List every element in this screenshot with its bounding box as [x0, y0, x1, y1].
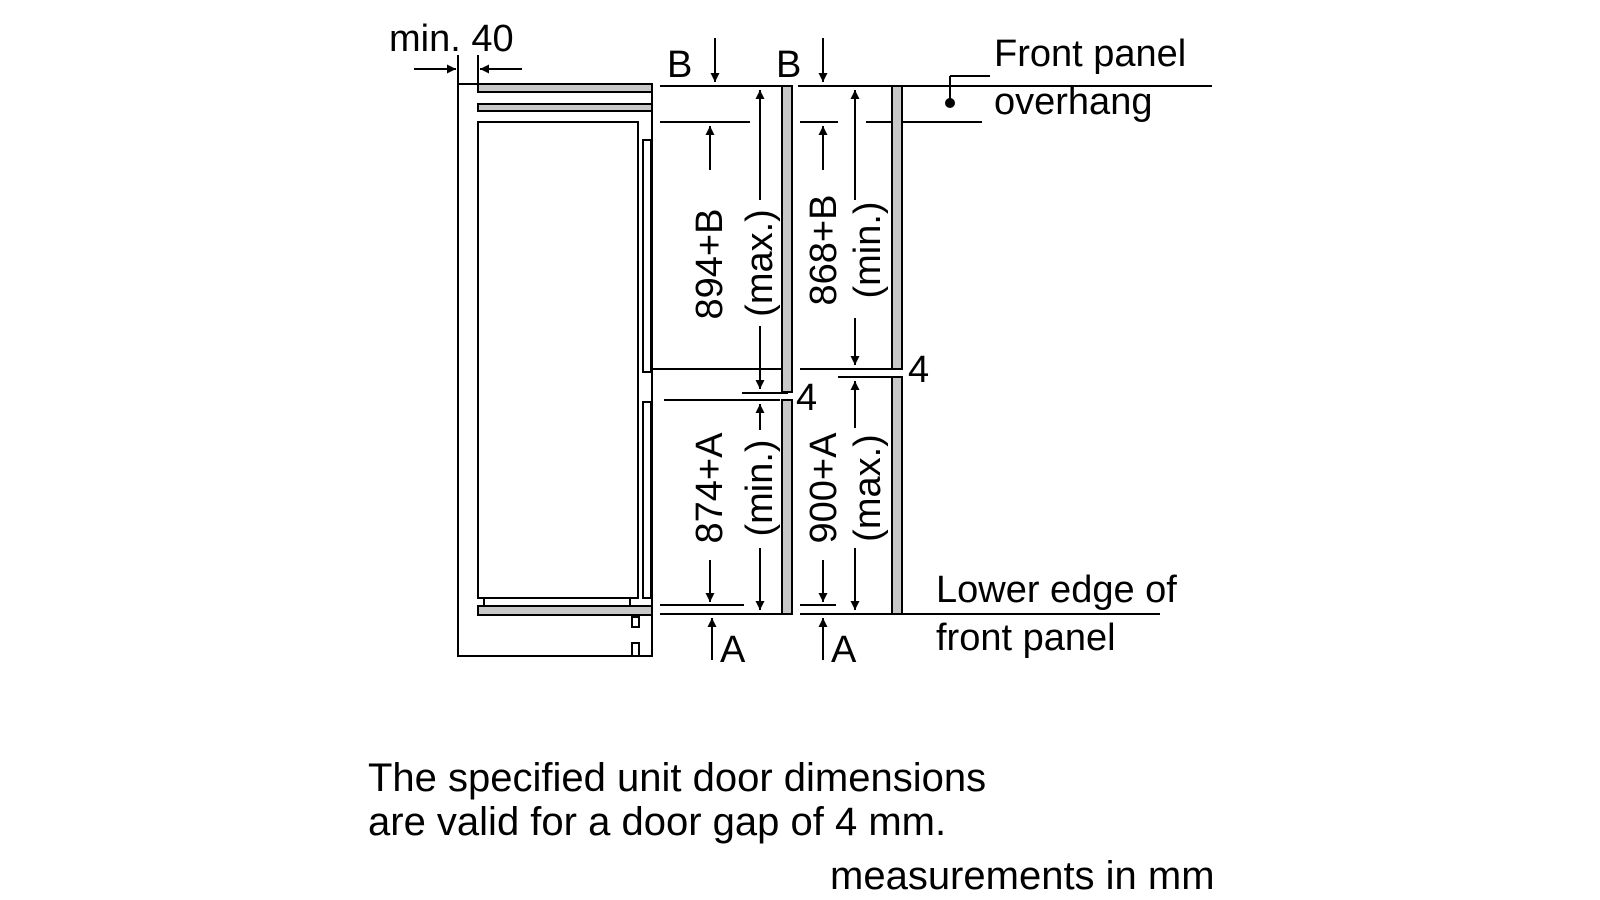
lower-edge-label: Lower edge of front panel — [936, 569, 1187, 659]
upper-min-qualifier: (min.) — [847, 201, 889, 298]
lower-max-qualifier: (max.) — [847, 434, 889, 542]
upper-max-qualifier: (max.) — [739, 209, 781, 317]
label-b-left: B — [667, 44, 692, 86]
left-dimension-set — [652, 38, 788, 660]
door-hinge-lower — [642, 401, 652, 599]
units-label: measurements in mm — [830, 854, 1215, 898]
note-line-2: are valid for a door gap of 4 mm. — [368, 800, 947, 844]
left-upper-panel — [781, 85, 793, 393]
foot-2 — [631, 642, 640, 657]
appliance-body — [477, 121, 639, 599]
appliance-side-view — [457, 83, 653, 657]
lower-min-dimension: 874+A — [689, 432, 731, 544]
right-lower-panel — [891, 376, 903, 615]
overhang-line-2: overhang — [994, 81, 1152, 123]
door-hinge-upper — [642, 139, 652, 373]
top-rail — [477, 83, 653, 93]
upper-min-dimension: 868+B — [803, 195, 845, 306]
label-b-right: B — [776, 44, 801, 86]
lower-edge-line-2: front panel — [936, 617, 1116, 659]
overhang-leader-dot — [945, 98, 955, 108]
overhang-line-1: Front panel — [994, 33, 1186, 75]
right-dimension-set — [798, 38, 1212, 660]
upper-rail — [477, 103, 653, 112]
note-line-1: The specified unit door dimensions — [368, 756, 987, 800]
right-upper-panel — [891, 85, 903, 370]
lower-max-dimension: 900+A — [803, 432, 845, 544]
bottom-rail — [477, 605, 653, 616]
foot-1 — [631, 616, 640, 628]
min-gap-dimension — [414, 55, 522, 84]
left-lower-panel — [781, 399, 793, 615]
label-a-right: A — [831, 629, 857, 671]
front-panel-overhang-label: Front panel overhang — [994, 33, 1197, 123]
left-front-panel — [781, 85, 793, 615]
gap-label-left: 4 — [796, 377, 817, 419]
lower-edge-line-1: Lower edge of — [936, 569, 1177, 611]
min-gap-label: min. 40 — [389, 18, 514, 60]
label-a-left: A — [720, 629, 746, 671]
door-gap-note: The specified unit door dimensions are v… — [368, 756, 986, 844]
right-front-panel — [891, 85, 903, 615]
gap-label-right: 4 — [908, 349, 929, 391]
lower-min-qualifier: (min.) — [739, 439, 781, 536]
upper-max-dimension: 894+B — [689, 209, 731, 320]
niche-outline — [457, 83, 653, 657]
